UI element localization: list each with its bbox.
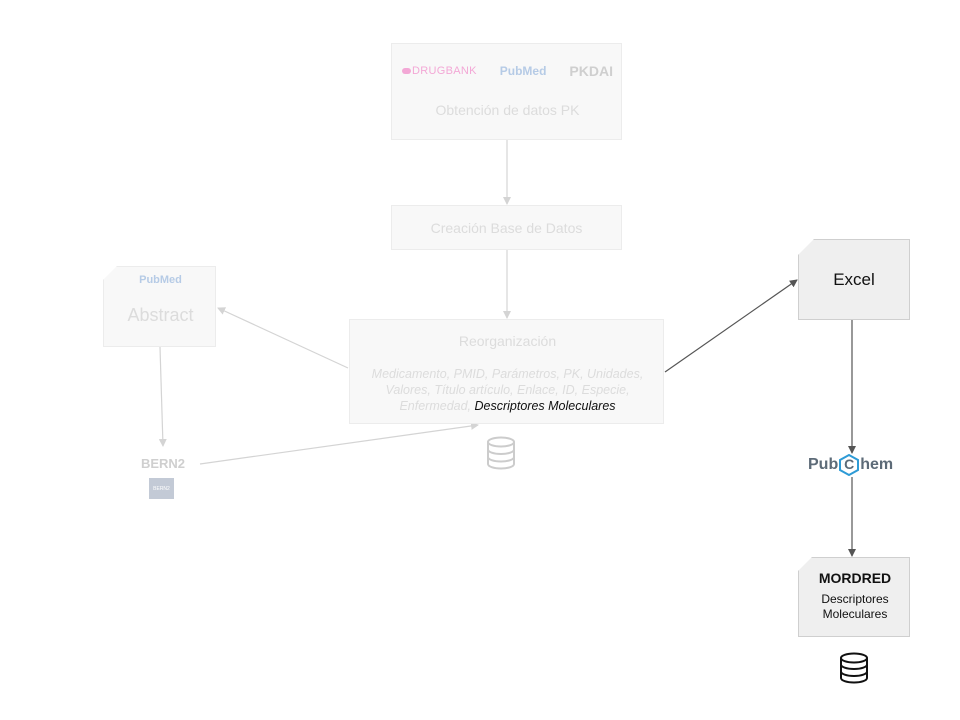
mordred-box: MORDRED Descriptores Moleculares	[798, 557, 910, 637]
abstract-box: PubMed Abstract	[103, 266, 216, 347]
arrow-bern2-to-reorg	[199, 422, 479, 465]
drugbank-logo: DRUGBANK	[402, 65, 477, 77]
pubchem-hexagon-icon: C	[839, 454, 860, 476]
fields-highlight-text: Descriptores Moleculares	[474, 399, 616, 413]
reorganization-fields: Medicamento, PMID, Parámetros, PK, Unida…	[350, 366, 665, 414]
pubchem-logo-c: C	[844, 456, 855, 472]
reorganization-title: Reorganización	[458, 333, 557, 349]
mordred-subtitle-line-1: Descriptores	[821, 592, 889, 606]
db-creation-title: Creación Base de Datos	[430, 219, 583, 236]
pkdai-logo: PKDAI	[569, 63, 613, 79]
mordred-subtitle-line-2: Moleculares	[822, 607, 888, 621]
arrow-abstract-to-bern2	[158, 346, 167, 447]
bern2-badge: BERN2	[149, 478, 174, 499]
bern2-badge-text: BERN2	[153, 485, 170, 492]
fields-line-2: Valores, Título artículo, Enlace, ID, Es…	[385, 383, 630, 397]
db-creation-box: Creación Base de Datos	[391, 205, 622, 250]
abstract-title: Abstract	[127, 305, 194, 325]
fields-line-1: Medicamento, PMID, Parámetros, PK, Unida…	[371, 367, 644, 381]
mordred-database-icon	[840, 652, 868, 684]
fields-line-3: Enfermedad, Descriptores Moleculares	[350, 398, 665, 414]
reorganization-box: Reorganización Medicamento, PMID, Paráme…	[349, 319, 664, 424]
excel-box: Excel	[798, 239, 910, 320]
drugbank-pill-icon	[402, 68, 411, 74]
pubmed-logo: PubMed	[499, 64, 547, 78]
arrow-reorg-to-excel	[664, 279, 798, 373]
arrow-reorg-to-abstract	[217, 307, 349, 369]
drugbank-logo-text: DRUGBANK	[412, 65, 477, 77]
pk-data-box: DRUGBANK PubMed PKDAI Obtención de datos…	[391, 43, 622, 140]
mordred-subtitle: Descriptores Moleculares	[799, 592, 910, 622]
mordred-title: MORDRED	[818, 570, 892, 586]
fields-faded-text: Enfermedad,	[399, 399, 472, 413]
pubchem-logo-left: Pub	[808, 456, 839, 473]
bern2-label: BERN2	[140, 456, 186, 471]
pk-data-title: Obtención de datos PK	[435, 102, 580, 118]
source-logos: DRUGBANK PubMed PKDAI	[402, 62, 613, 80]
reorg-database-icon	[487, 436, 515, 470]
pubchem-logo: Pub C hem	[808, 453, 904, 477]
pubchem-logo-right: hem	[860, 456, 894, 473]
excel-title: Excel	[833, 269, 875, 289]
abstract-pubmed-logo: PubMed	[139, 274, 182, 286]
